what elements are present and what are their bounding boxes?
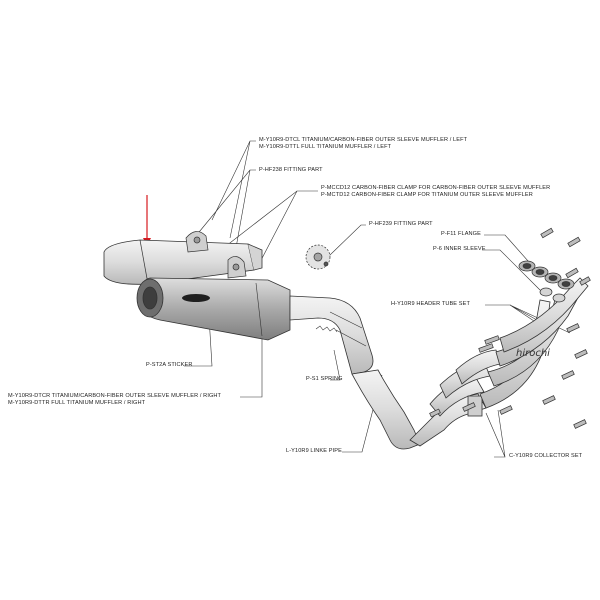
hardware-bolts — [429, 227, 591, 429]
label-muffler-left-1: M-Y10R9-DTCL TITANIUM/CARBON-FIBER OUTER… — [259, 137, 468, 143]
label-inner-sleeve: P-6 INNER SLEEVE — [433, 246, 486, 252]
spring-part — [315, 325, 338, 333]
leader-muffler-left — [211, 140, 256, 239]
red-arrow — [143, 195, 151, 246]
label-fitting-hf239: P-HF239 FITTING PART — [369, 221, 433, 227]
label-header-tube: H-Y10R9 HEADER TUBE SET — [391, 301, 470, 307]
label-clamp-2: P-MCTD12 CARBON-FIBER CLAMP FOR TITANIUM… — [321, 192, 533, 198]
leader-clamp — [225, 190, 318, 267]
header-tubes — [479, 277, 589, 409]
label-collector: C-Y10R9 COLLECTOR SET — [509, 453, 583, 459]
label-clamp-1: P-MCCD12 CARBON-FIBER CLAMP FOR CARBON-F… — [321, 185, 551, 191]
leader-collector — [485, 409, 506, 458]
label-spring: P-S1 SPRING — [306, 376, 343, 382]
muffler-left — [103, 239, 263, 285]
leader-inner-sleeve — [482, 249, 541, 291]
leader-spring — [330, 349, 341, 381]
label-flange: P-F11 FLANGE — [441, 231, 481, 237]
link-pipe — [289, 295, 421, 450]
label-sticker: P-ST2A STICKER — [146, 362, 193, 368]
brand-sticker-shape — [182, 294, 210, 302]
flange-set — [518, 260, 575, 303]
label-muffler-right-2: M-Y10R9-DTTR FULL TITANIUM MUFFLER / RIG… — [8, 400, 146, 406]
leader-hf239 — [329, 224, 366, 256]
label-muffler-right-1: M-Y10R9-DTCR TITANIUM/CARBON-FIBER OUTER… — [8, 393, 222, 399]
label-muffler-left-2: M-Y10R9-DTTL FULL TITANIUM MUFFLER / LEF… — [259, 144, 392, 150]
fitting-hf239 — [305, 244, 331, 270]
label-fitting-hf238: P-HF238 FITTING PART — [259, 167, 323, 173]
leader-flange — [484, 234, 537, 271]
clamp-part — [185, 231, 247, 279]
watermark: hirochi — [516, 348, 550, 359]
muffler-right — [136, 277, 291, 341]
label-link-pipe: L-Y10R9 LINKE PIPE — [286, 448, 342, 454]
